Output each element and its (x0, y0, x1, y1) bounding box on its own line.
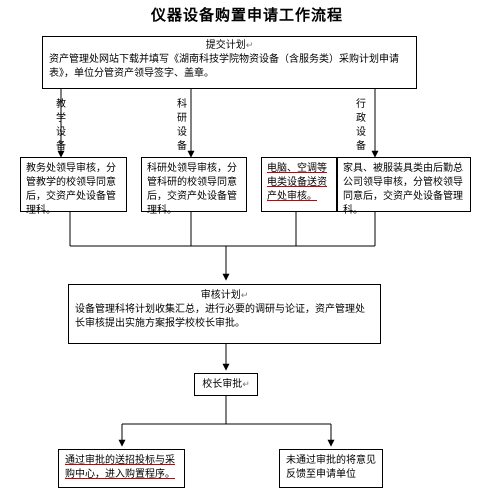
label-admin: 行政设备 (356, 99, 366, 152)
submit-plan-text: 资产管理处网站下载并填写《湖南科技学院物资设备（含服务类）采购计划申请表》，单位… (49, 54, 399, 79)
admin-furniture-box: 家具、被服装具类由后勤总公司领导审核，分管校领导同意后，交资产处设备管理科。 (337, 157, 471, 216)
paragraph-mark: ↵ (245, 41, 254, 51)
admin-electric-box: 电脑、空调等电类设备送资产处审核。 (261, 157, 337, 212)
review-plan-heading: 审核计划 (200, 290, 241, 301)
research-review-box: 科研处领导审核，分管科研的校领导同意后，交资产处设备管理科。 (141, 157, 247, 216)
teaching-review-box: 教务处领导审核，分管教学的校领导同意后，交资产处设备管理科。 (20, 157, 127, 216)
submit-plan-heading: 提交计划 (205, 40, 246, 51)
paragraph-mark: ↵ (240, 291, 249, 301)
president-approval-text: 校长审批 (202, 379, 243, 390)
label-teaching: 教学设备 (56, 99, 66, 152)
rejected-box: 未通过审批的将意见反馈至申请单位 (279, 449, 383, 488)
research-review-text: 科研处领导审核，分管科研的校领导同意后，交资产处设备管理科。 (147, 163, 237, 216)
paragraph-mark: ↵ (242, 380, 250, 390)
review-plan-box: 审核计划↵ 设备管理科将计划收集汇总，进行必要的调研与论证，资产管理处长审核提出… (68, 284, 381, 344)
review-plan-text: 设备管理科将计划收集汇总，进行必要的调研与论证，资产管理处长审核提出实施方案报学… (75, 304, 365, 329)
submit-plan-box: 提交计划↵ 资产管理处网站下载并填写《湖南科技学院物资设备（含服务类）采购计划申… (42, 36, 417, 89)
teaching-review-text: 教务处领导审核，分管教学的校领导同意后，交资产处设备管理科。 (26, 163, 116, 216)
label-research: 科研设备 (177, 99, 187, 152)
approved-text: 通过审批的送招投标与采购中心，进入购置程序。 (65, 455, 175, 480)
approved-box: 通过审批的送招投标与采购中心，进入购置程序。 (58, 449, 185, 488)
diagram-title: 仪器设备购置申请工作流程 (150, 6, 343, 24)
president-approval-box: 校长审批↵ (194, 373, 258, 396)
admin-electric-text: 电脑、空调等电类设备送资产处审核。 (267, 163, 327, 202)
admin-furniture-text: 家具、被服装具类由后勤总公司领导审核，分管校领导同意后，交资产处设备管理科。 (343, 163, 463, 216)
rejected-text: 未通过审批的将意见反馈至申请单位 (286, 455, 376, 480)
